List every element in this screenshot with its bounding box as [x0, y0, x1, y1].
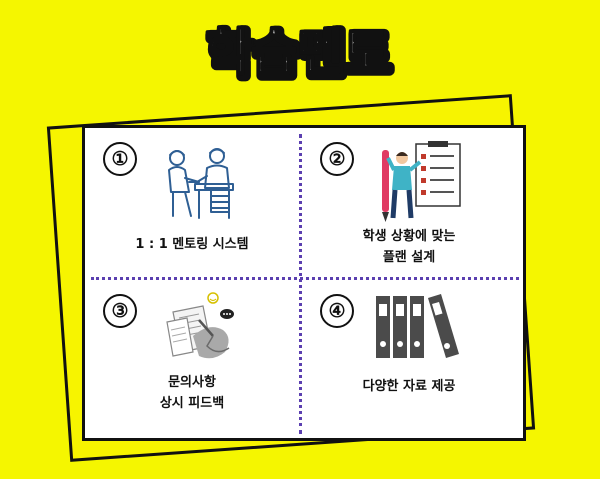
feedback-writing-icon: [166, 292, 234, 359]
number-badge: ④: [320, 294, 354, 328]
label-line: 학생 상황에 맞는: [362, 229, 456, 244]
horizontal-divider: [91, 277, 519, 280]
feature-cell-plan: ② 학생 상황에 맞는 플랜 설계: [302, 128, 516, 278]
feature-label: 다양한 자료 제공: [302, 376, 516, 397]
label-line: 다양한 자료 제공: [362, 379, 456, 394]
title-text: 학습멘토: [205, 23, 389, 81]
plan-checklist-icon: [382, 141, 461, 222]
label-line: 상시 피드백: [159, 396, 225, 411]
vertical-divider: [299, 134, 302, 434]
feature-cell-mentoring: ① 1 : 1 멘토링 시스템: [85, 128, 299, 278]
label-line: 플랜 설계: [382, 250, 436, 265]
number-badge: ①: [103, 142, 137, 176]
number-badge: ③: [103, 294, 137, 328]
label-line: 1 : 1 멘토링 시스템: [135, 237, 249, 252]
feature-cell-feedback: ③ 문의사항 상시 피드백: [85, 280, 299, 430]
label-line: 문의사항: [168, 375, 216, 390]
feature-label: 문의사항 상시 피드백: [85, 372, 299, 414]
feature-label: 1 : 1 멘토링 시스템: [85, 234, 299, 255]
binders-icon: [376, 294, 459, 358]
feature-cell-materials: ④ 다양한 자료 제공: [302, 280, 516, 430]
feature-card: ① 1 : 1 멘토링 시스템 ②: [82, 125, 526, 441]
title-shadow: 학습멘토: [208, 26, 392, 84]
mentoring-desk-icon: [168, 148, 234, 219]
number-badge: ②: [320, 142, 354, 176]
feature-label: 학생 상황에 맞는 플랜 설계: [302, 226, 516, 268]
page-title: 학습멘토 학습멘토: [0, 18, 600, 89]
